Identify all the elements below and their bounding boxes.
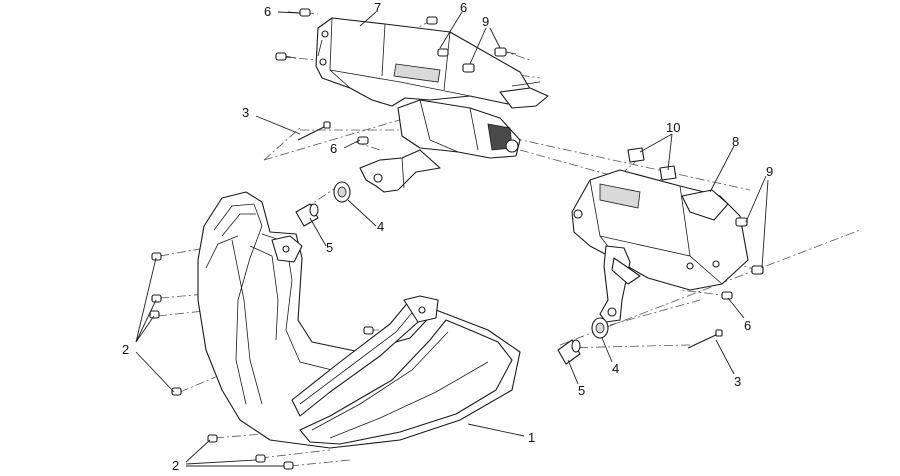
screw-6-right bbox=[721, 291, 733, 300]
callout-4-lower: 4 bbox=[612, 361, 619, 376]
callout-8: 8 bbox=[732, 134, 739, 149]
callout-2-bottom: 2 bbox=[172, 458, 179, 473]
callout-2-left: 2 bbox=[122, 342, 129, 357]
callout-10: 10 bbox=[666, 120, 680, 135]
callout-7: 7 bbox=[374, 0, 381, 15]
callout-6-right: 6 bbox=[744, 318, 751, 333]
bolt-3-upper bbox=[297, 121, 331, 141]
callout-9-top: 9 bbox=[482, 14, 489, 29]
headlight-assembly bbox=[197, 191, 521, 449]
screw-2-left bbox=[149, 252, 374, 396]
callout-1: 1 bbox=[528, 430, 535, 445]
callout-5-lower: 5 bbox=[578, 383, 585, 398]
screw-9-top bbox=[462, 47, 517, 73]
callout-6-mid: 6 bbox=[330, 141, 337, 156]
spacer-5-lower bbox=[557, 339, 581, 365]
screw-2-bottom bbox=[207, 434, 294, 470]
screw-6-mid bbox=[357, 16, 449, 145]
callout-6-top-left: 6 bbox=[264, 4, 271, 19]
callout-3-lower: 3 bbox=[734, 374, 741, 389]
callout-labels: 6 7 6 9 3 6 4 5 10 8 9 6 3 4 5 1 2 2 bbox=[122, 0, 773, 473]
callout-6-top-right: 6 bbox=[460, 0, 467, 15]
callout-3-upper: 3 bbox=[242, 105, 249, 120]
screw-6-top bbox=[275, 8, 311, 61]
upper-headlight-bracket bbox=[315, 17, 549, 193]
callout-4-upper: 4 bbox=[377, 219, 384, 234]
leader-lines bbox=[135, 11, 769, 467]
lower-headlight-bracket bbox=[571, 147, 749, 323]
callout-9-right: 9 bbox=[766, 164, 773, 179]
bolt-3-lower bbox=[687, 329, 723, 349]
grommet-4-upper bbox=[333, 181, 351, 203]
spacer-5-upper bbox=[295, 203, 319, 227]
screws bbox=[149, 8, 764, 470]
grommet-4-lower bbox=[591, 317, 609, 339]
callout-5-upper: 5 bbox=[326, 240, 333, 255]
screw-9-right bbox=[735, 217, 764, 275]
